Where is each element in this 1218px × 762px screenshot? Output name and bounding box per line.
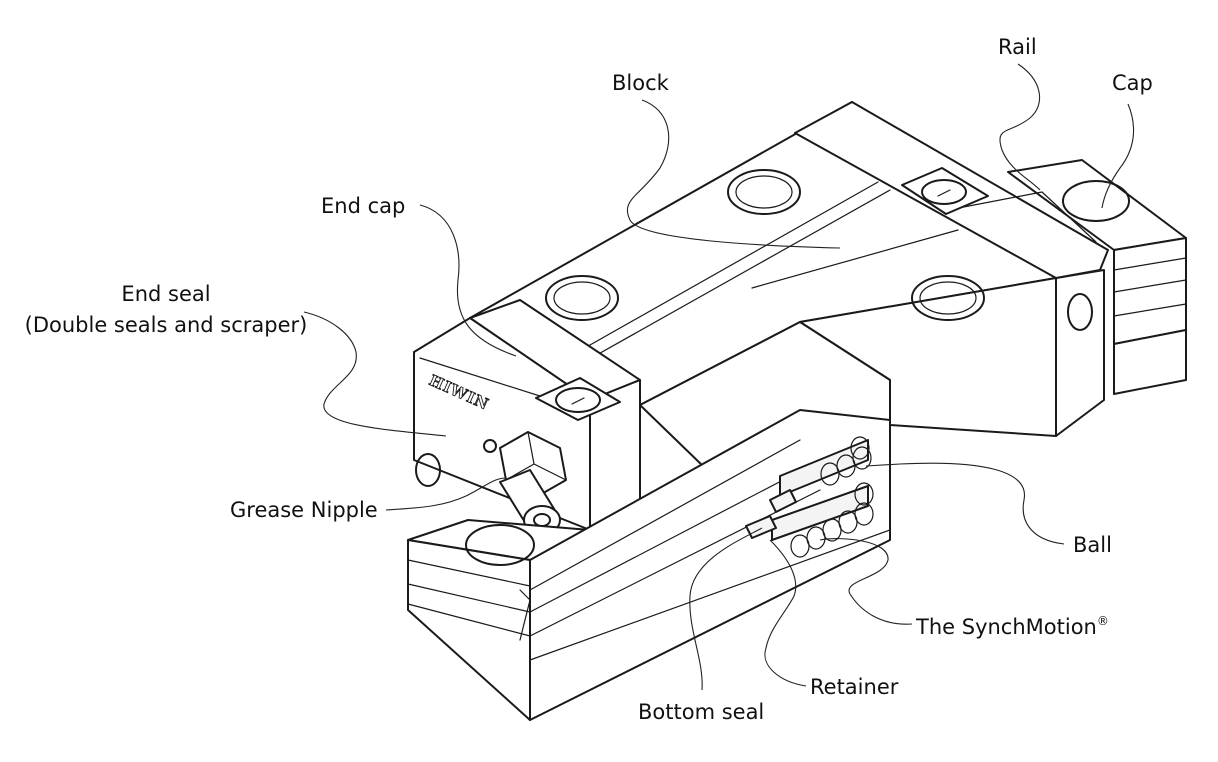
leader-rail xyxy=(999,63,1041,191)
leader-end-seal xyxy=(303,311,447,437)
leader-cap xyxy=(1101,103,1135,209)
label-synchmotion: The SynchMotion® xyxy=(916,614,1109,639)
label-block: Block xyxy=(612,71,669,95)
leader-lines xyxy=(303,63,1135,691)
rail-back xyxy=(1007,159,1187,395)
leader-grease-nipple xyxy=(385,477,507,511)
leader-end-cap xyxy=(419,204,517,357)
end-cap: HIWIN xyxy=(413,299,641,531)
registered-mark: ® xyxy=(1096,614,1109,628)
label-rail: Rail xyxy=(998,35,1037,59)
label-end-cap: End cap xyxy=(321,194,406,218)
mounting-holes xyxy=(545,169,985,321)
leader-ball xyxy=(865,462,1065,545)
leader-block xyxy=(626,99,841,249)
label-end-seal-detail: (Double seals and scraper) xyxy=(24,313,308,337)
label-bottom-seal: Bottom seal xyxy=(638,700,765,724)
leader-synchmotion xyxy=(819,538,913,625)
label-synchmotion-text: The SynchMotion xyxy=(916,615,1097,639)
leader-retainer xyxy=(764,539,807,687)
label-ball: Ball xyxy=(1073,533,1112,557)
label-retainer: Retainer xyxy=(810,675,899,699)
bottom-seal-piece xyxy=(769,489,797,513)
side-hole xyxy=(1067,293,1093,331)
leader-bottom-seal xyxy=(689,527,763,691)
label-end-seal-title: End seal xyxy=(121,282,211,306)
back-lube-port xyxy=(901,167,989,215)
label-grease-nipple: Grease Nipple xyxy=(230,498,378,522)
label-cap: Cap xyxy=(1112,71,1153,95)
seal-screw xyxy=(483,439,497,453)
rail-cap-front xyxy=(465,524,535,566)
grease-nipple-shape xyxy=(499,431,567,535)
block-body xyxy=(469,101,1109,561)
ball-chain xyxy=(745,436,874,558)
label-end-seal: End seal (Double seals and scraper) xyxy=(22,284,310,336)
rail-cap-back xyxy=(1062,180,1130,222)
